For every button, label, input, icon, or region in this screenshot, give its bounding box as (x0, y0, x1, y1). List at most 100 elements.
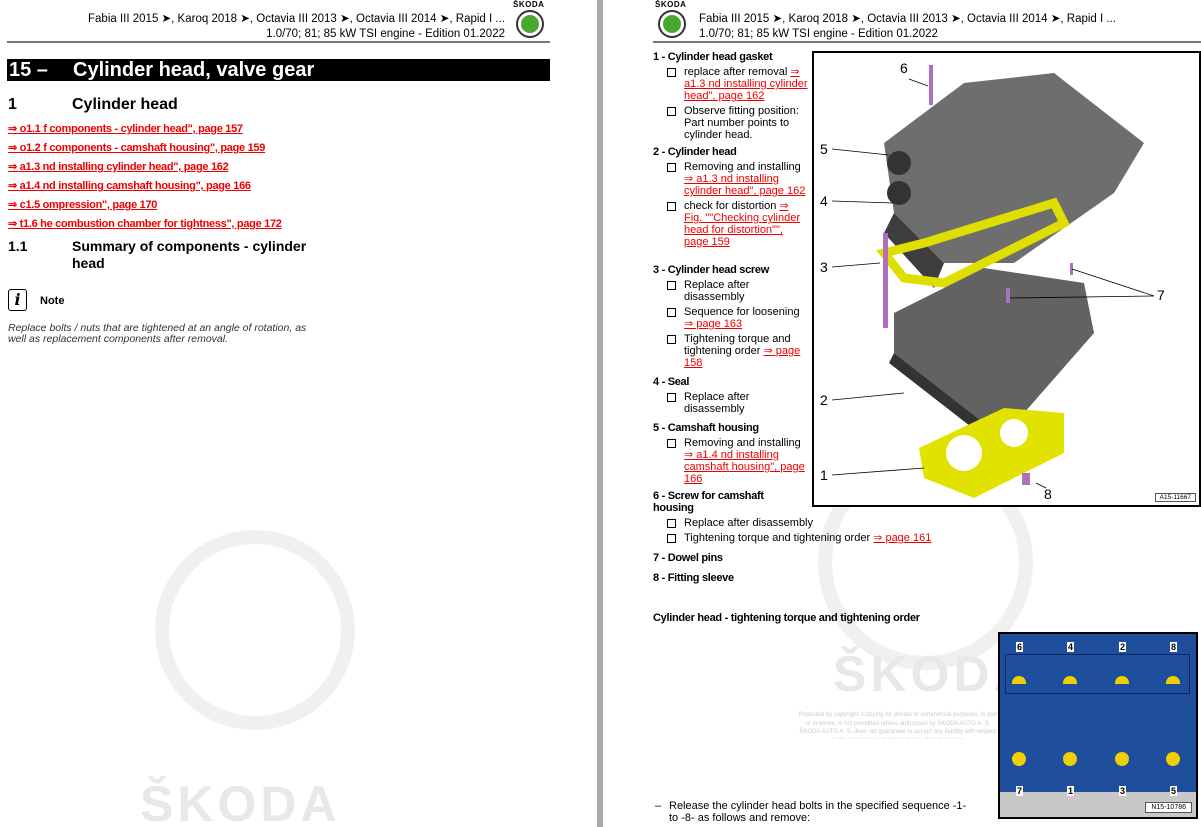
left-page: ŠKODA ŠKODA Fabia III 2015 ➤, Karoq 2018… (0, 0, 597, 827)
checkbox-icon (667, 519, 676, 528)
callout-5: 5 (820, 141, 828, 157)
callout-4: 4 (820, 193, 828, 209)
callout-7: 7 (1157, 287, 1165, 303)
watermark-logo (155, 530, 355, 730)
step-text: Release the cylinder head bolts in the s… (669, 800, 967, 824)
bolt-label: 8 (1170, 642, 1178, 652)
bolt-marker (1063, 676, 1077, 684)
camshaft-bearing-area (1005, 654, 1190, 694)
chapter-number: 15 – (9, 59, 48, 81)
link-components-cylinder-head[interactable]: ⇒ o1.1 f components - cylinder head", pa… (8, 123, 243, 135)
figure-id: A15-11667 (1154, 493, 1196, 502)
link-page-163[interactable]: ⇒ page 163 (684, 318, 743, 330)
checkbox-icon (667, 68, 676, 77)
bolt-marker (1115, 676, 1129, 684)
section-heading: Cylinder head - tightening torque and ti… (653, 612, 920, 624)
link-page-159[interactable]: ⇒ Fig. ""Checking cylinder head for dist… (684, 200, 801, 248)
checkbox-icon (667, 439, 676, 448)
item-title: 4 - Seal (653, 376, 690, 388)
page-separator (597, 0, 603, 827)
link-page-162[interactable]: ⇒ a1.3 nd installing cylinder head", pag… (684, 173, 806, 197)
item-title: 5 - Camshaft housing (653, 422, 759, 434)
copyright-text: Protected by copyright. Copying for priv… (798, 712, 998, 739)
chapter-title-bar: 15 – Cylinder head, valve gear (7, 59, 550, 81)
item-4: 4 - Seal Replace after disassembly (653, 376, 809, 415)
figure-id: N15-10786 (1145, 802, 1192, 813)
subsection-title: Summary of components - cylinder head (72, 238, 307, 271)
item-7: 7 - Dowel pins (653, 552, 723, 564)
section-title: Cylinder head (72, 96, 178, 113)
item-8: 8 - Fitting sleeve (653, 572, 734, 584)
bolt-marker (1115, 752, 1129, 766)
header-models: Fabia III 2015 ➤, Karoq 2018 ➤, Octavia … (88, 13, 505, 25)
note-text: Replace bolts / nuts that are tightened … (8, 322, 307, 345)
header-engine: 1.0/70; 81; 85 kW TSI engine - Edition 0… (266, 28, 505, 40)
sub-text: Removing and installing (684, 161, 801, 173)
section-number: 1 (8, 96, 17, 113)
sub-text: Replace after disassembly (684, 517, 814, 529)
bolt-label: 3 (1119, 786, 1127, 796)
item-title: 6 - Screw for camshaft housing (653, 490, 764, 514)
sub-text: Tightening torque and tightening order (684, 532, 874, 544)
callout-3: 3 (820, 259, 828, 275)
sub-text: Removing and installing (684, 437, 801, 449)
link-installing-cylinder-head[interactable]: ⇒ a1.3 nd installing cylinder head", pag… (8, 161, 229, 173)
right-page: ŠKODA Protected by copyright. Copying fo… (603, 0, 1201, 827)
chapter-title: Cylinder head, valve gear (73, 59, 315, 81)
bolt-marker (1012, 676, 1026, 684)
checkbox-icon (667, 281, 676, 290)
link-installing-camshaft-housing[interactable]: ⇒ a1.4 nd installing camshaft housing", … (8, 180, 251, 192)
header-models: Fabia III 2015 ➤, Karoq 2018 ➤, Octavia … (699, 13, 1116, 25)
sub-text: Replace after disassembly (684, 279, 750, 303)
bolt-label: 6 (1016, 642, 1024, 652)
bolt-label: 1 (1067, 786, 1075, 796)
link-compression[interactable]: ⇒ c1.5 ompression", page 170 (8, 199, 158, 211)
watermark-text: ŠKODA (833, 646, 1034, 702)
link-page-161[interactable]: ⇒ page 161 (873, 532, 932, 544)
item-title: 2 - Cylinder head (653, 146, 737, 158)
bolt-marker (1063, 752, 1077, 766)
header-engine: 1.0/70; 81; 85 kW TSI engine - Edition 0… (699, 28, 938, 40)
checkbox-icon (667, 393, 676, 402)
bolt-label: 7 (1016, 786, 1024, 796)
checkbox-icon (667, 202, 676, 211)
callout-8: 8 (1044, 486, 1052, 502)
link-components-camshaft-housing[interactable]: ⇒ o1.2 f components - camshaft housing",… (8, 142, 266, 154)
callout-6: 6 (900, 60, 908, 76)
item-6: 6 - Screw for camshaft housing Replace a… (653, 490, 973, 544)
bolt-label: 2 (1119, 642, 1127, 652)
header-rule (653, 41, 1201, 43)
item-3: 3 - Cylinder head screw Replace after di… (653, 264, 809, 369)
subsection-number: 1.1 (8, 238, 28, 254)
note-label: Note (40, 295, 65, 307)
checkbox-icon (667, 107, 676, 116)
link-combustion-chamber[interactable]: ⇒ t1.6 he combustion chamber for tightne… (8, 218, 282, 230)
item-title: 1 - Cylinder head gasket (653, 51, 773, 63)
sub-text: Tightening torque and tightening order (684, 333, 791, 357)
item-5: 5 - Camshaft housing Removing and instal… (653, 422, 809, 485)
bolt-marker (1166, 752, 1180, 766)
sub-text: Replace after disassembly (684, 391, 750, 415)
item-title: 3 - Cylinder head screw (653, 264, 769, 276)
checkbox-icon (667, 335, 676, 344)
sub-text: check for distortion (684, 200, 780, 212)
bolt-label: 4 (1067, 642, 1075, 652)
link-page-158[interactable]: ⇒ page 158 (684, 345, 801, 369)
bolt-marker (1012, 752, 1026, 766)
cylinder-head-exploded-illustration (831, 65, 1155, 498)
link-page-166[interactable]: ⇒ a1.4 nd installing camshaft housing", … (684, 449, 805, 485)
step-dash: – (655, 800, 662, 812)
skoda-logo (516, 10, 544, 38)
checkbox-icon (667, 308, 676, 317)
item-2: 2 - Cylinder head Removing and installin… (653, 146, 809, 248)
bolt-marker (1166, 676, 1180, 684)
checkbox-icon (667, 163, 676, 172)
sub-text: Observe fitting position: Part number po… (684, 105, 799, 141)
item-1: 1 - Cylinder head gasket replace after r… (653, 51, 809, 141)
checkbox-icon (667, 534, 676, 543)
header-rule (7, 41, 550, 43)
link-page-162[interactable]: ⇒ a1.3 nd installing cylinder head", pag… (684, 66, 808, 102)
note-icon: i (8, 289, 27, 311)
watermark-text: ŠKODA (140, 776, 341, 827)
